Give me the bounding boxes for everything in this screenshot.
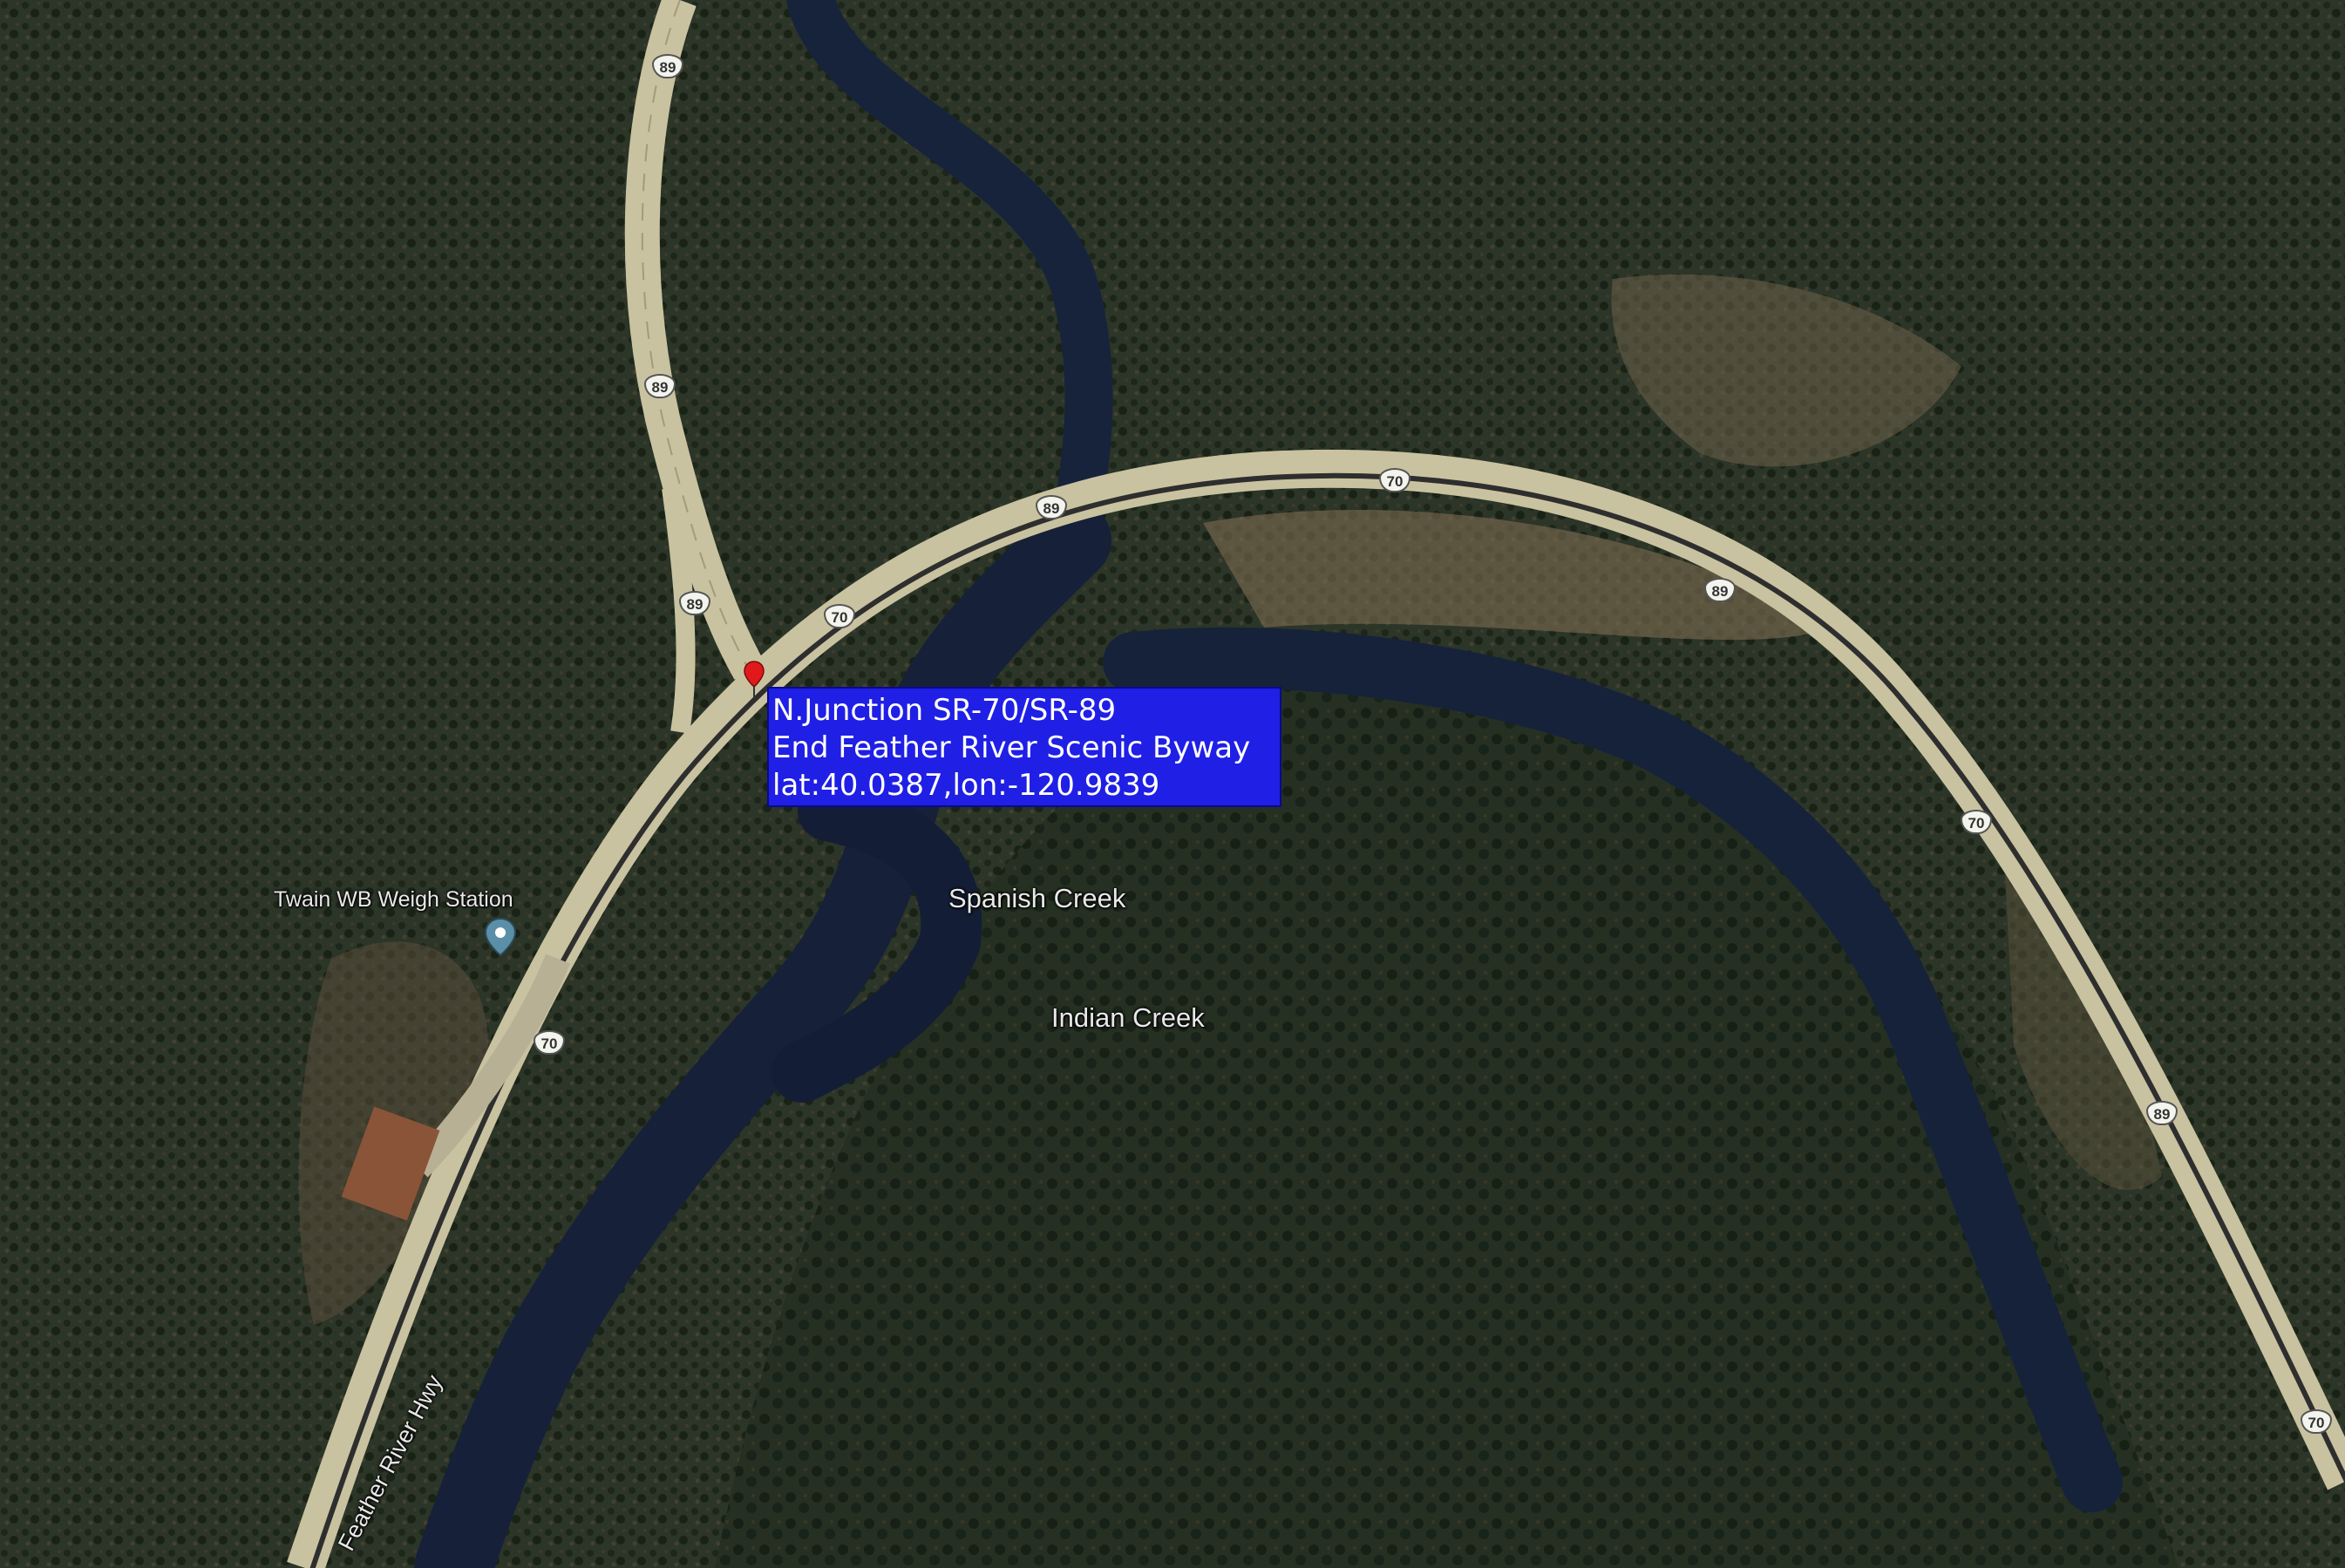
place-label-indian-creek[interactable]: Indian Creek [1051,1002,1205,1033]
route-shield-89: 89 [652,54,683,78]
route-shield-89: 89 [1036,495,1067,519]
place-label-spanish-creek[interactable]: Spanish Creek [948,883,1126,913]
route-shield-70: 70 [1379,468,1410,492]
route-shield-70: 70 [1961,810,1992,834]
place-label-weigh-station[interactable]: Twain WB Weigh Station [274,887,513,912]
infobox-coordinates: lat:40.0387,lon:-120.9839 [772,768,1160,803]
map-pin-icon[interactable] [483,917,518,957]
route-shield-70: 70 [824,604,855,628]
route-shield-70: 70 [534,1030,565,1055]
route-shield-89: 89 [679,591,710,615]
infobox-subtitle: End Feather River Scenic Byway [772,730,1251,765]
route-shield-89: 89 [1704,578,1736,602]
location-infobox[interactable]: N.Junction SR-70/SR-89 End Feather River… [767,687,1281,807]
route-shield-89: 89 [644,374,676,398]
infobox-title: N.Junction SR-70/SR-89 [772,693,1117,728]
red-pin-icon[interactable] [743,661,765,699]
route-shield-70: 70 [2301,1409,2332,1434]
route-shield-89: 89 [2146,1101,2178,1125]
